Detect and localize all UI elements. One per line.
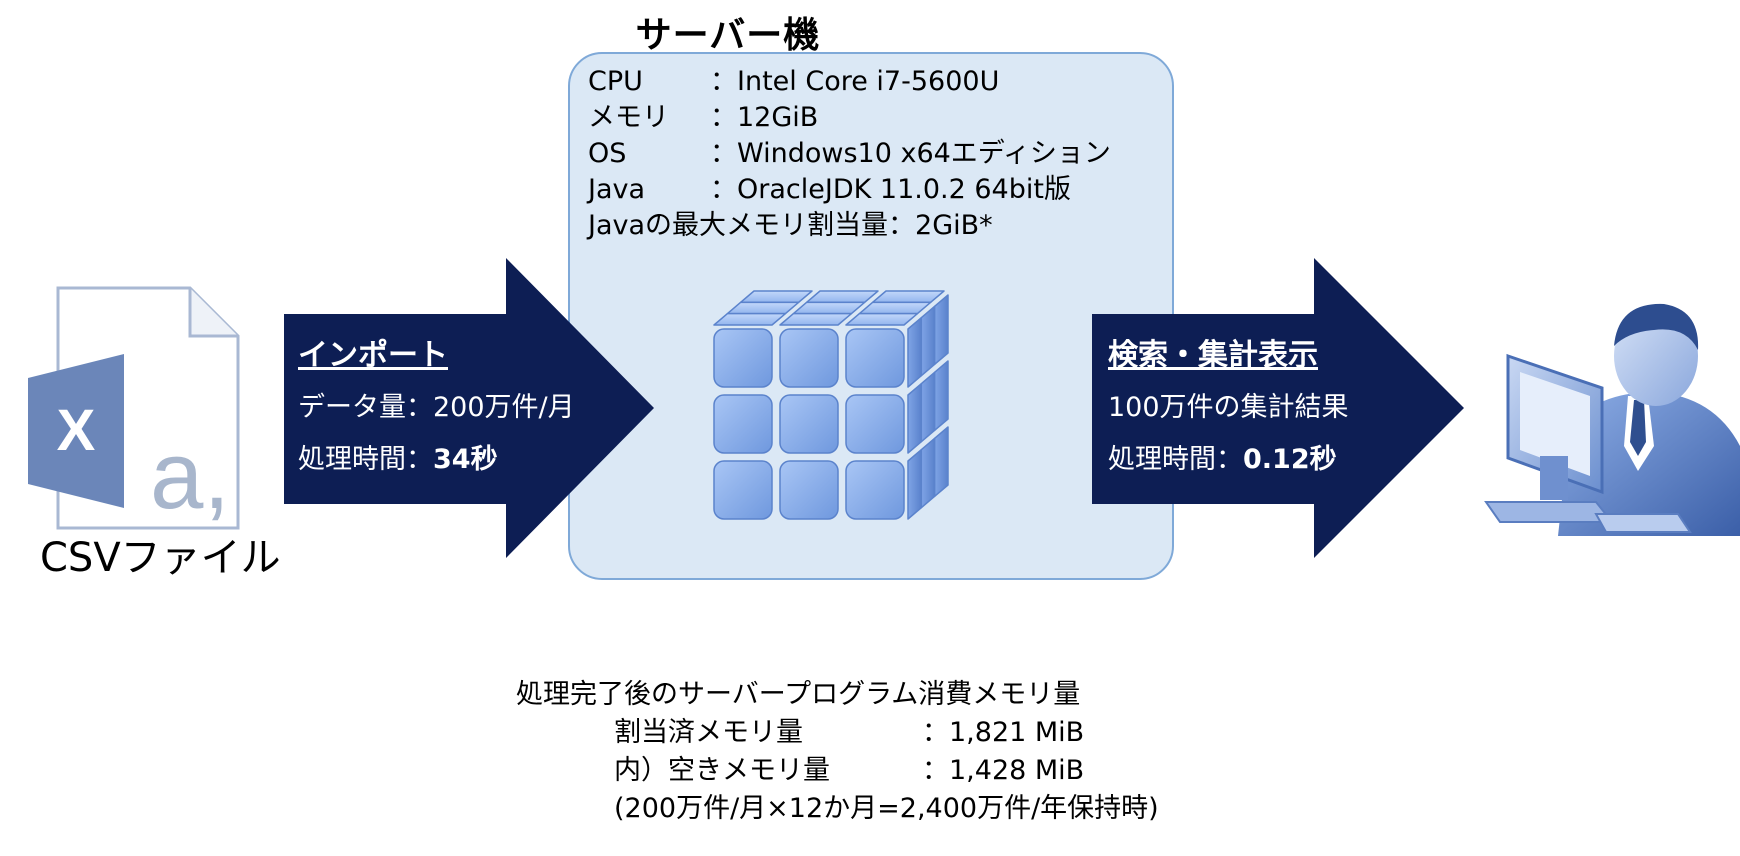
memory-allocated: 割当済メモリ量：1,821 MiB [614,717,1085,748]
import-time: 処理時間：34秒 [298,444,498,475]
import-heading: インポート [298,338,448,373]
csv-file-label: CSVファイル [40,535,281,581]
cube-front-tile [845,460,905,520]
file-big-letter: a, [150,422,230,529]
import-arrow [284,258,654,558]
cube-top-tile [805,290,879,304]
cube-top-tile [726,301,800,315]
cube-top-tile [713,312,787,326]
csv-file-icon: X a, [28,286,240,530]
cube-top-tile [779,312,853,326]
cube-front-tile [845,328,905,388]
spec-java-memory: Javaの最大メモリ割当量：2GiB* [588,210,993,241]
spec-os: OS：Windows10 x64エディション [588,138,1111,169]
search-heading: 検索・集計表示 [1108,338,1318,373]
cube-top-tile [871,290,945,304]
cube-front-tile [713,394,773,454]
memory-heading: 処理完了後のサーバープログラム消費メモリ量 [516,679,1081,710]
cube-top-tile [858,301,932,315]
cube-side-tile [920,437,936,509]
cube-side-tile [907,448,923,520]
search-result: 100万件の集計結果 [1108,392,1349,423]
cube-front-tile [713,328,773,388]
cube-front-tile [779,328,839,388]
cube-side-tile [907,382,923,454]
search-time: 処理時間：0.12秒 [1108,444,1337,475]
cube-side-tile [933,294,949,366]
server-title: サーバー機 [635,15,821,56]
file-badge-letter: X [57,398,96,463]
cube-front-tile [779,460,839,520]
cube-side-tile [920,371,936,443]
cube-top-tile [845,312,919,326]
cube-side-tile [907,316,923,388]
cube-front-tile [713,460,773,520]
memory-free: 内）空きメモリ量：1,428 MiB [614,755,1085,786]
spec-java: Java：OracleJDK 11.0.2 64bit版 [588,174,1071,205]
cube-icon [713,290,949,520]
search-arrow [1092,258,1464,558]
import-data-amount: データ量：200万件/月 [298,392,575,423]
memory-note: (200万件/月×12か月=2,400万件/年保持時) [614,793,1159,824]
cube-top-tile [739,290,813,304]
cube-front-tile [845,394,905,454]
spec-cpu: CPU：Intel Core i7-5600U [588,66,1000,97]
user-computer-icon [1484,303,1740,536]
cube-front-tile [779,394,839,454]
spec-memory: メモリ：12GiB [588,102,819,133]
cube-top-tile [792,301,866,315]
cube-side-tile [920,305,936,377]
cube-side-tile [933,426,949,498]
cube-side-tile [933,360,949,432]
